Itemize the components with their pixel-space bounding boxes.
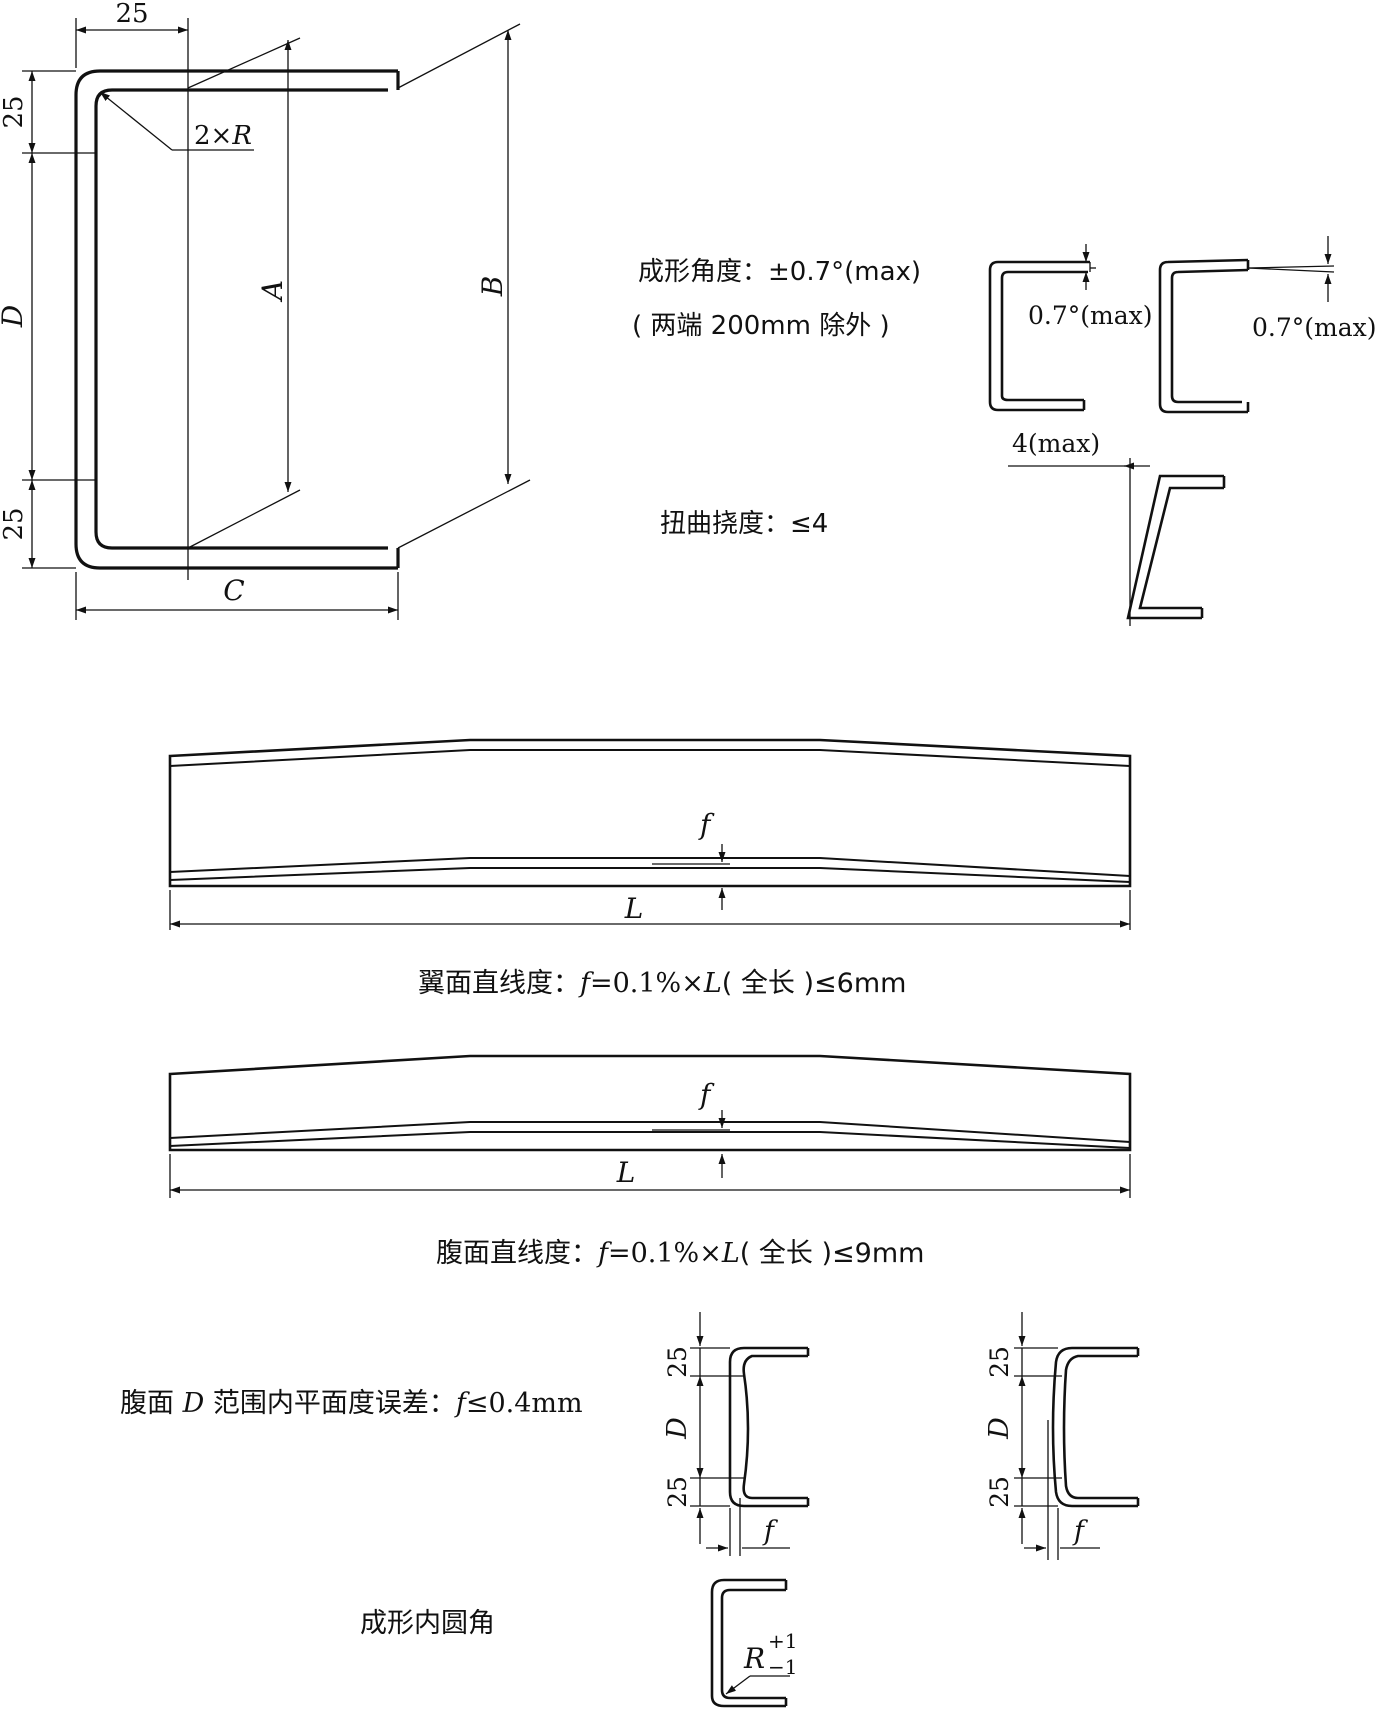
main-c-section: 25 25 D 25 2×R A B C [0,0,531,620]
twist-block: 扭曲挠度：≤4 4(max) [660,429,1226,626]
forming-angle-line2: ( 两端 200mm 除外 ) [632,311,890,341]
web-straightness-caption: 腹面直线度：f=0.1%×L( 全长 )≤9mm [436,1238,924,1269]
inner-radius-sup: +1 [768,1629,797,1653]
flatness-right-d: D [984,1417,1015,1440]
inner-radius-r: R [743,1642,765,1675]
flatness-left-section: 25 D 25 f [662,1312,810,1556]
dim-top-25: 25 [115,0,148,29]
forming-angle-left-label: 0.7°(max) [1028,301,1152,330]
inner-radius-block: 成形内圆角 R +1 −1 [360,1578,797,1708]
dim-c: C [223,574,244,607]
web-straightness-block: f L 腹面直线度：f=0.1%×L( 全长 )≤9mm [168,1054,1132,1269]
web-f: f [698,1078,715,1111]
dim-d: D [0,305,29,328]
radius-label: 2×R [194,121,252,151]
flange-f: f [698,808,715,841]
flatness-right-top: 25 [985,1346,1014,1378]
dim-left-top-25: 25 [0,95,29,128]
flatness-block: 腹面 D 范围内平面度误差：f≤0.4mm 25 D 25 f [120,1312,1140,1560]
web-l: L [616,1156,636,1189]
inner-radius-label: 成形内圆角 [360,1608,495,1639]
dim-a: A [256,280,289,303]
flatness-left-d: D [662,1417,693,1440]
flange-straightness-caption: 翼面直线度：f=0.1%×L( 全长 )≤6mm [418,968,906,999]
flatness-caption: 腹面 D 范围内平面度误差：f≤0.4mm [120,1388,583,1419]
dim-left-bottom-25: 25 [0,507,29,540]
flatness-right-section: 25 D 25 f [984,1312,1140,1560]
flange-straightness-block: f L 翼面直线度：f=0.1%×L( 全长 )≤6mm [168,738,1132,999]
flatness-right-f: f [1072,1516,1088,1547]
flange-l: L [624,892,644,925]
inner-radius-sub: −1 [768,1655,797,1679]
flatness-left-bottom: 25 [663,1476,692,1508]
flatness-right-bottom: 25 [985,1476,1014,1508]
twist-dim: 4(max) [1012,429,1100,458]
forming-angle-block: 成形角度：±0.7°(max) ( 两端 200mm 除外 ) 0.7°(max… [632,236,1376,414]
forming-angle-line1: 成形角度：±0.7°(max) [638,257,921,287]
twist-label: 扭曲挠度：≤4 [660,509,828,539]
forming-angle-right-label: 0.7°(max) [1252,313,1376,342]
flatness-left-f: f [762,1516,778,1547]
flatness-left-top: 25 [663,1346,692,1378]
dim-b: B [476,276,509,298]
